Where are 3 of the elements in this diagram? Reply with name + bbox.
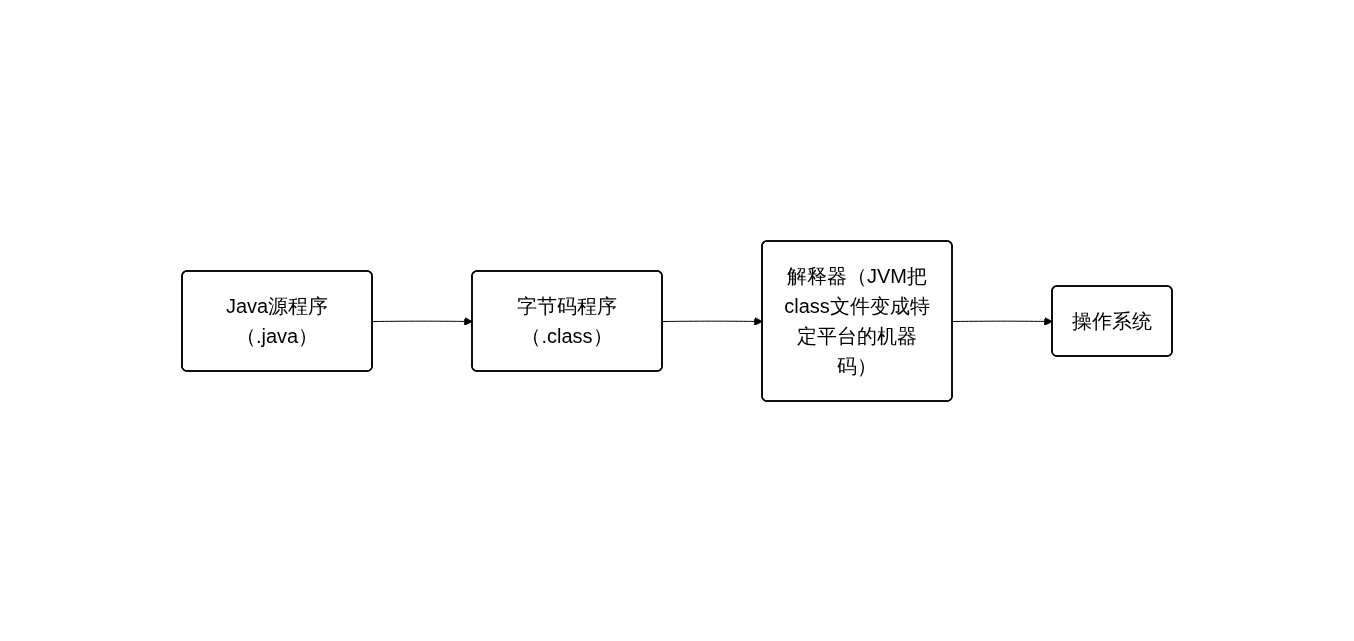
arrow	[952, 316, 1053, 326]
arrow	[662, 316, 763, 326]
arrow	[372, 316, 473, 326]
